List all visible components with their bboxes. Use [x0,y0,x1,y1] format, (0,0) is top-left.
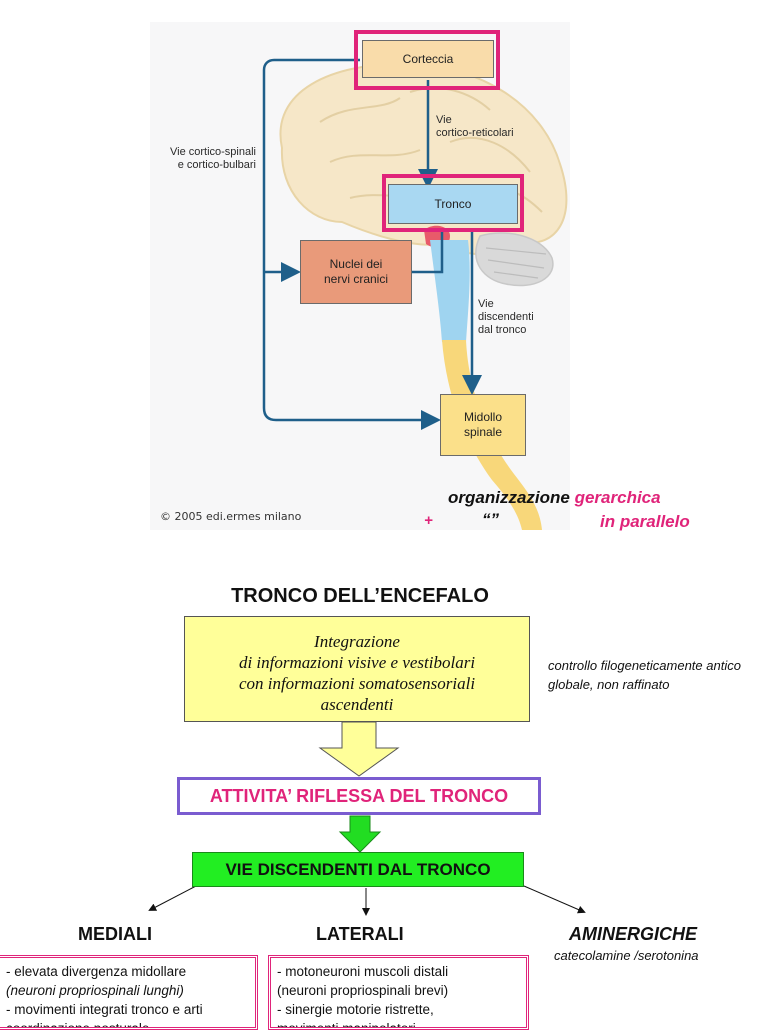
side-note: controllo filogeneticamente antico globa… [548,656,741,694]
mediali-heading: MEDIALI [78,924,152,944]
arrow-to-mediali [148,885,197,911]
aminergiche-heading: AMINERGICHE [569,924,698,944]
discendenti-line2: discendenti [478,311,534,323]
organization-word: organizzazione [448,488,570,507]
cortico-spinali-line2: e cortico-bulbari [177,159,256,171]
laterali-item-3: - sinergie motorie ristrette, [277,1002,434,1017]
yellow-arrow [318,721,400,777]
in-parallelo-text: in parallelo [600,512,690,531]
midollo-label-1: Midollo [463,410,502,424]
side-note-line-1: controllo filogeneticamente antico [548,658,741,673]
mediali-item-3: - movimenti integrati tronco e arti [6,1002,203,1017]
cortico-spinali-label: Vie cortico-spinali e cortico-bulbari [156,146,256,172]
reflex-label: ATTIVITA’ RIFLESSA DEL TRONCO [209,785,509,806]
mediali-item-2: (neuroni propriospinali lunghi) [6,983,184,998]
brain-figure: Corteccia Tronco Nuclei dei nervi cranic… [150,22,570,530]
midollo-label-2: spinale [463,425,503,439]
cortico-spinali-line1: Vie cortico-spinali [169,146,256,158]
laterali-heading: LATERALI [316,924,404,944]
side-note-line-2: globale, non raffinato [548,677,670,692]
tronco-label: Tronco [434,196,472,211]
integration-line-1: Integrazione [314,632,400,651]
corteccia-box: Corteccia [362,40,494,78]
diagram-title: TRONCO DELL’ENCEFALO [231,585,489,607]
aminergiche-subtitle: catecolamine /serotonina [554,948,699,963]
nuclei-label-2: nervi cranici [323,272,389,286]
mediali-list: - elevata divergenza midollare (neuroni … [0,955,258,1030]
laterali-list: - motoneuroni muscoli distali (neuroni p… [268,955,529,1030]
ditto-marks: “” [482,510,499,529]
tronco-box: Tronco [388,184,518,224]
laterali-item-4: movimenti manipolatori [277,1021,416,1030]
integration-line-2: di informazioni visive e vestibolari [238,653,476,672]
cortico-reticolari-label: Vie cortico-reticolari [436,114,514,140]
corteccia-label: Corteccia [402,51,454,66]
laterali-item-1: - motoneuroni muscoli distali [277,964,449,979]
brainstem-shape [430,240,470,342]
integration-box: Integrazione di informazioni visive e ve… [184,616,530,722]
arrow-to-aminergiche [523,885,586,914]
nuclei-box: Nuclei dei nervi cranici [300,240,412,304]
discendenti-label: Vie discendenti dal tronco [478,298,534,337]
laterali-item-2: (neuroni propriospinali brevi) [277,983,449,998]
cortico-reticolari-line2: cortico-reticolari [436,127,514,139]
tronco-highlight [382,174,524,232]
green-arrow [338,815,382,853]
descending-pathways-box: VIE DISCENDENTI DAL TRONCO [192,852,524,887]
mediali-item-4: coordinazione posturale [6,1021,150,1030]
copyright-text: © 2005 edi.ermes milano [160,510,302,523]
plus-sign: + [424,512,433,529]
mediali-item-1: - elevata divergenza midollare [6,964,187,979]
integration-line-4: ascendenti [320,695,394,714]
midollo-box: Midollo spinale [440,394,526,456]
organization-line-1: organizzazione gerarchica [448,488,661,508]
integration-line-3: con informazioni somatosensoriali [238,674,476,693]
reflex-activity-box: ATTIVITA’ RIFLESSA DEL TRONCO [177,777,541,815]
discendenti-line1: Vie [478,298,494,310]
cortico-reticolari-line1: Vie [436,114,452,126]
nuclei-label-1: Nuclei dei [329,257,383,271]
corteccia-highlight [354,30,500,90]
vie-label: VIE DISCENDENTI DAL TRONCO [225,859,491,879]
gerarchica-word: gerarchica [574,488,661,507]
discendenti-line3: dal tronco [478,324,527,336]
